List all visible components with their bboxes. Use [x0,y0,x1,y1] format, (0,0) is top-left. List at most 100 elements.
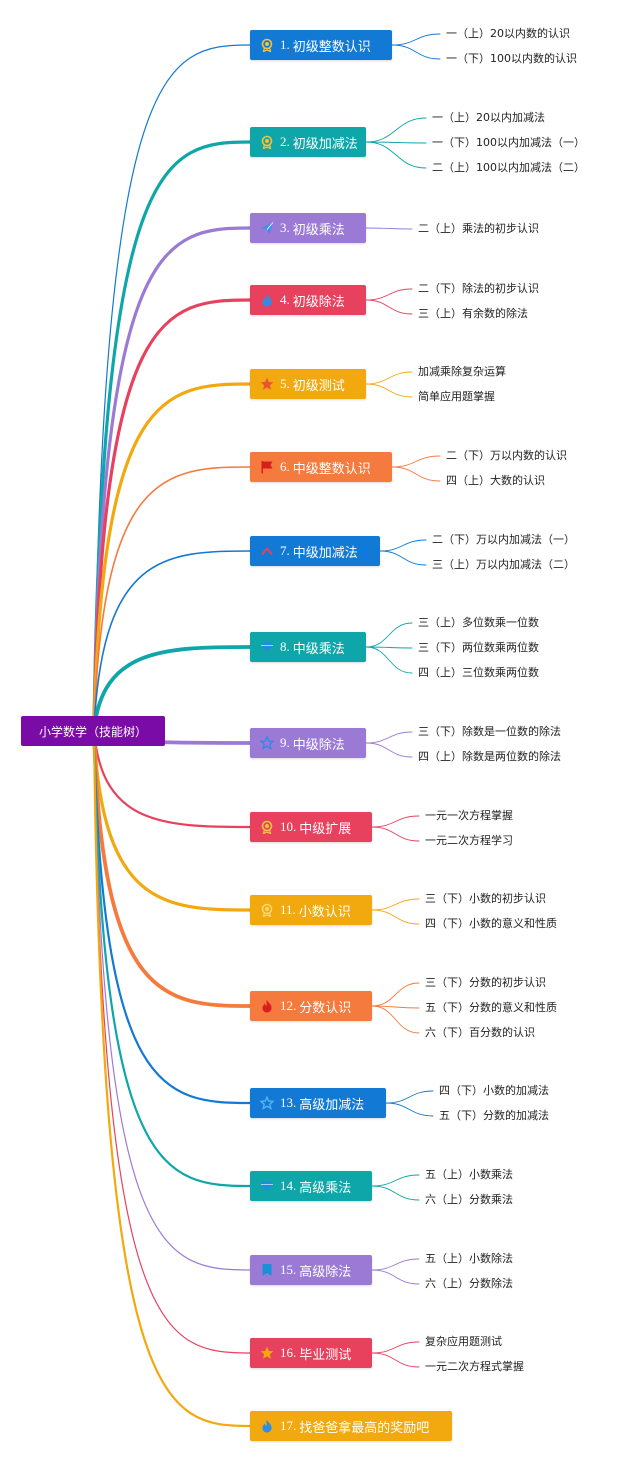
skill-number: 10. [280,819,297,834]
skill-number: 16. [280,1345,297,1360]
leaf-line [391,44,441,60]
branch-line [93,466,251,732]
leaf-label: 二（上）乘法的初步认识 [418,222,539,235]
leaf-line [385,1102,434,1117]
leaf-line [371,815,420,828]
leaf-label: 四（上）三位数乘两位数 [418,666,539,679]
leaf-line [371,898,420,911]
branch-line [93,550,251,732]
skill-number: 15. [280,1262,297,1277]
branch-line [93,730,251,1354]
skill-node[interactable]: 11.小数认识 [250,895,372,925]
branch-line [92,729,252,1105]
leaf-label: 四（上）大数的认识 [446,474,545,487]
leaf-label: 一（下）100以内加减法（一） [432,136,585,149]
branch-line [92,226,252,733]
branch-line [92,382,252,733]
leaf-line [385,1090,434,1104]
skill-number: 7. [280,543,290,558]
skill-node[interactable]: 8.中级乘法 [250,632,366,662]
leaf-label: 四（下）小数的意义和性质 [425,917,557,930]
skill-title: 高级加减法 [299,1097,365,1113]
skill-node[interactable]: 1.初级整数认识 [250,30,392,60]
leaf-label: 二（上）100以内加减法（二） [432,161,585,174]
skill-title: 初级整数认识 [292,39,371,55]
skill-title: 初级测试 [292,378,345,394]
leaf-line [365,731,413,744]
root-node[interactable]: 小学数学（技能树） [21,716,165,746]
skill-title: 中级扩展 [299,821,352,837]
star-icon [260,1346,274,1360]
skill-node[interactable]: 9.中级除法 [250,728,366,758]
skill-node[interactable]: 17.找爸爸拿最高的奖励吧 [250,1411,452,1441]
skill-title: 找爸爸拿最高的奖励吧 [299,1420,430,1436]
skill-number: 6. [280,459,290,474]
leaf-line [379,550,427,566]
leaf-label: 三（下）小数的初步认识 [425,892,546,905]
skill-title: 毕业测试 [299,1347,352,1363]
skill-node[interactable]: 13.高级加减法 [250,1088,386,1118]
leaf-label: 复杂应用题测试 [425,1335,502,1348]
branch-line [92,729,252,829]
leaf-label: 简单应用题掌握 [418,390,495,403]
skill-title: 初级除法 [292,294,345,310]
skill-node[interactable]: 12.分数认识 [250,991,372,1021]
skill-number: 5. [280,376,290,391]
branch-line [92,298,252,733]
leaf-label: 三（上）有余数的除法 [418,307,528,320]
skill-node[interactable]: 6.中级整数认识 [250,452,392,482]
leaf-label: 六（下）百分数的认识 [425,1026,535,1039]
flame-icon [260,293,274,307]
skill-node[interactable]: 14.高级乘法 [250,1171,372,1201]
branch-line [93,730,251,1271]
leaf-line [371,1352,420,1368]
leaf-label: 二（下）万以内加减法（一） [432,533,575,546]
skill-node[interactable]: 2.初级加减法 [250,127,366,157]
branch-line [93,44,251,732]
star-outline-icon [260,736,274,750]
paper-plane-icon [260,221,274,235]
leaf-line [365,742,413,758]
skill-title: 小数认识 [298,904,351,920]
diamond-icon [260,640,274,654]
leaf-line [391,455,441,468]
skill-title: 初级乘法 [292,222,345,238]
leaf-label: 三（上）万以内加减法（二） [432,558,575,571]
leaf-line [365,299,413,315]
skill-node[interactable]: 10.中级扩展 [250,812,372,842]
skill-title: 中级乘法 [292,641,345,657]
leaf-label: 一元一次方程掌握 [425,809,513,822]
leaf-line [391,33,441,46]
leaf-label: 一（上）20以内数的认识 [446,27,570,40]
skill-number: 17. [280,1418,297,1433]
leaf-line [365,646,413,649]
skill-node[interactable]: 15.高级除法 [250,1255,372,1285]
leaf-line [371,1174,420,1187]
leaf-label: 加减乘除复杂运算 [418,365,506,378]
skill-title: 高级乘法 [299,1180,352,1196]
leaf-label: 三（下）除数是一位数的除法 [418,725,561,738]
branch-line [92,645,252,733]
branch-line [92,729,252,1428]
leaf-label: 一（下）100以内数的认识 [446,52,577,65]
skill-node[interactable]: 7.中级加减法 [250,536,380,566]
skill-number: 14. [280,1178,297,1193]
branch-line [92,140,252,733]
skill-number: 3. [280,220,290,235]
skill-node[interactable]: 4.初级除法 [250,285,366,315]
skill-node[interactable]: 16.毕业测试 [250,1338,372,1368]
skill-number: 1. [280,37,290,52]
leaf-line [365,141,427,144]
skill-node[interactable]: 3.初级乘法 [250,213,366,243]
leaf-line [371,982,420,1007]
leaf-label: 四（下）小数的加减法 [439,1084,549,1097]
skill-number: 4. [280,292,290,307]
flame-icon [260,999,274,1013]
diamond-icon [260,1179,274,1193]
leaf-label: 三（下）分数的初步认识 [425,976,546,989]
flame-icon [260,1419,274,1433]
skill-node[interactable]: 5.初级测试 [250,369,366,399]
leaf-label: 五（上）小数除法 [425,1252,513,1265]
leaf-line [391,466,441,482]
leaf-label: 五（上）小数乘法 [425,1168,513,1181]
